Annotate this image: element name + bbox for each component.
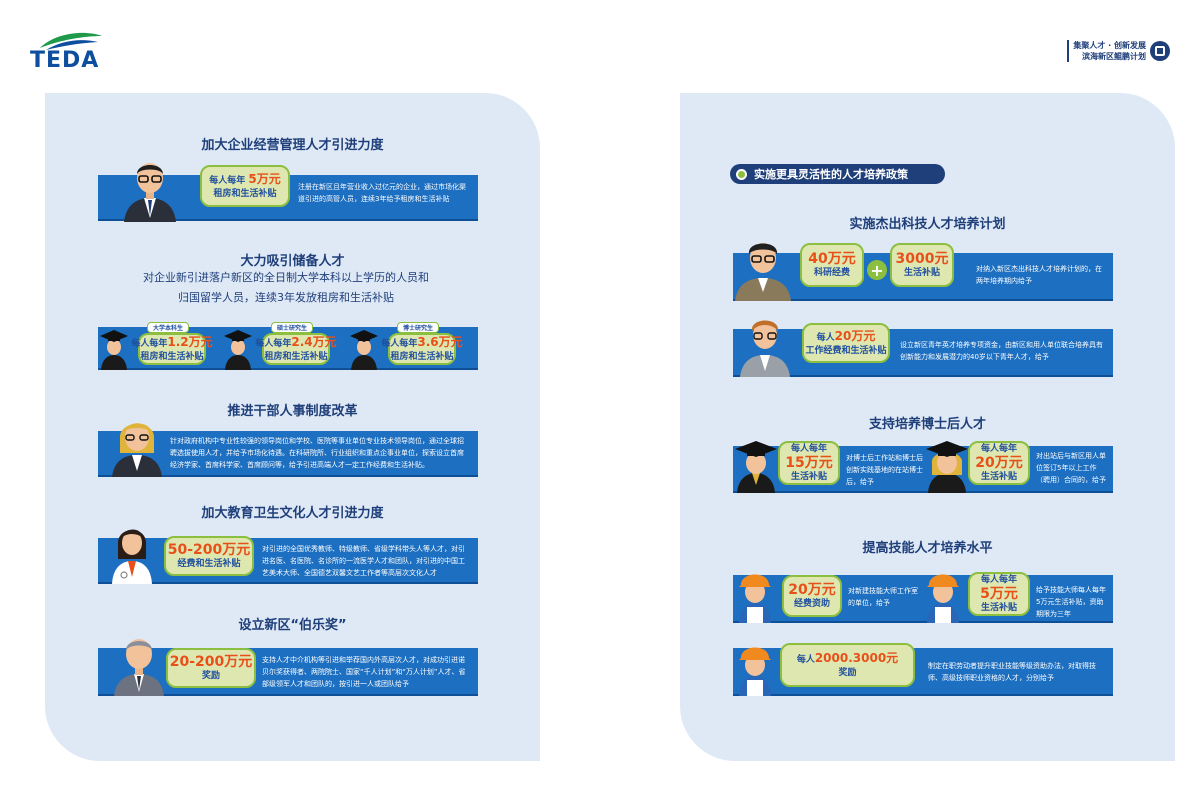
desc-skills-1: 对新建技能大师工作室的单位，给予 — [848, 587, 918, 607]
band-education — [98, 538, 478, 584]
section-title-management: 加大企业经营管理人才引进力度 — [201, 138, 384, 153]
seal-icon — [1150, 41, 1170, 61]
desc-skills-2: 给予技能大师每人每年5万元生活补贴，资助期限为三年 — [1036, 586, 1106, 618]
tag-doctor: 博士研究生 — [397, 322, 439, 333]
worker-icon — [927, 574, 959, 623]
tag-bachelor: 大学本科生 — [147, 322, 189, 333]
tag-master: 硕士研究生 — [271, 322, 313, 333]
teda-logo: TEDA — [30, 30, 120, 76]
older-man-icon — [114, 639, 164, 696]
section-title-postdoc: 支持培养博士后人才 — [868, 417, 986, 432]
woman-officer-icon — [112, 423, 162, 477]
pill-skills-1: 20万元 经费资助 — [782, 575, 842, 617]
graduate-icon — [224, 330, 252, 370]
band-cadre — [98, 431, 478, 477]
pill-technician: 每人2000.3000元 奖励 — [780, 643, 915, 687]
para-reserve: 对企业新引进落户新区的全日制大学本科以上学历的人员和归国留学人员，连续3年发放租… — [143, 271, 429, 304]
desc-technician: 制定在职劳动者提升职业技能等级资助办法，对取得技师、高级技师职业资格的人才，分别… — [928, 662, 1096, 682]
section-heading-cultivation: 实施更具灵活性的人才培养政策 — [730, 164, 945, 184]
desc-postdoc-2: 对出站后与新区用人单位签订5年以上工作（聘用）合同的，给予 — [1036, 452, 1106, 484]
pill-management-subsidy: 每人每年 5万元 租房和生活补贴 — [200, 165, 290, 207]
pill-bachelor: 每人每年1.2万元 租房和生活补贴 — [131, 333, 213, 365]
brand-mark: 集聚人才 · 创新发展 滨海新区鲲鹏计划 — [1067, 40, 1170, 62]
desc-postdoc-1: 对博士后工作站和博士后创新实践基地的在站博士后，给予 — [846, 454, 923, 486]
pill-master: 每人每年2.4万元 租房和生活补贴 — [255, 333, 337, 365]
desc-youth-talent: 设立新区青年英才培养专项资金，由新区和用人单位联合培养具有创新能力和发展潜力的4… — [900, 341, 1103, 361]
businessman-icon — [124, 163, 176, 222]
section-title-cadre: 推进干部人事制度改革 — [227, 404, 358, 419]
desc-bole-award: 支持人才中介机构等引进和举荐国内外高层次人才，对成功引进诺贝尔奖获得者、两院院士… — [262, 656, 466, 688]
postdoc-graduate-icon — [926, 441, 968, 493]
pill-postdoc-2: 每人每年 20万元 生活补贴 — [968, 441, 1030, 485]
graduate-icon — [100, 330, 128, 370]
section-title-bole-award: 设立新区“伯乐奖” — [238, 618, 347, 633]
pill-postdoc-1: 每人每年 15万元 生活补贴 — [778, 441, 840, 485]
postdoc-graduate-icon — [735, 441, 777, 493]
desc-management: 注册在新区且年营业收入过亿元的企业，通过市场化渠道引进的高管人员，连续3年给予租… — [298, 183, 466, 203]
section-title-education: 加大教育卫生文化人才引进力度 — [201, 506, 384, 521]
bullet-icon — [736, 168, 747, 180]
pill-skills-2: 每人每年 5万元 生活补贴 — [968, 572, 1030, 616]
worker-icon — [739, 574, 771, 623]
band-youth-talent — [733, 329, 1113, 377]
section-title-reserve: 大力吸引储备人才 — [240, 254, 345, 269]
desc-tech-talent: 对纳入新区杰出科技人才培养计划的，在两年培养期内给予 — [976, 265, 1102, 285]
worker-icon — [739, 647, 771, 696]
scientist-icon — [735, 243, 791, 301]
pill-bole-award: 20-200万元 奖励 — [166, 648, 256, 688]
logo-text: TEDA — [30, 48, 100, 73]
desc-cadre: 针对政府机构中专业性较强的领导岗位和学校、医院等事业单位专业技术领导岗位，通过全… — [170, 437, 464, 469]
leaf-icon — [40, 32, 102, 50]
pill-doctor: 每人每年3.6万元 租房和生活补贴 — [381, 333, 463, 365]
pill-youth-talent: 每人20万元 工作经费和生活补贴 — [802, 323, 890, 363]
doctor-icon — [112, 529, 152, 584]
desc-education: 对引进的全国优秀教师、特级教师、省级学科带头人等人才，对引进名医、名医院、名诊所… — [262, 545, 465, 577]
pill-research-funds: 40万元 科研经费 — [800, 243, 864, 287]
brand-line2: 滨海新区鲲鹏计划 — [1082, 52, 1146, 61]
section-title-skills: 提高技能人才培养水平 — [862, 541, 993, 556]
young-man-icon — [740, 320, 790, 377]
brand-line1: 集聚人才 · 创新发展 — [1073, 41, 1146, 50]
section-title-tech-talent: 实施杰出科技人才培养计划 — [849, 217, 1006, 232]
plus-icon: + — [867, 260, 887, 280]
pill-living-subsidy: 3000元 生活补贴 — [890, 243, 954, 287]
pill-education: 50-200万元 经费和生活补贴 — [164, 536, 254, 576]
graduate-icon — [350, 330, 378, 370]
